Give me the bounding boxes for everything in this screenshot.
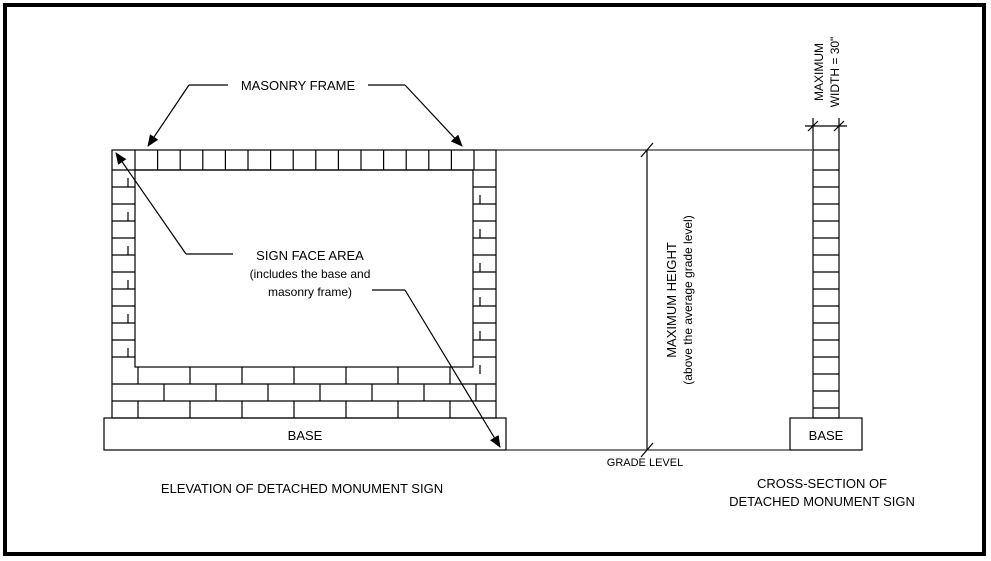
elevation-view [103,149,507,451]
max-width-value: WIDTH = 30" [828,37,842,108]
sign-face-area-note-2: masonry frame) [268,285,352,299]
cross-section-caption-line1: CROSS-SECTION OF [757,476,887,491]
max-width-label: MAXIMUM [812,43,826,101]
top-brick-course [134,150,475,170]
base-label-elevation: BASE [288,428,323,443]
max-height-dimension [640,142,654,458]
bottom-brick-courses [112,367,496,418]
left-brick-column [112,178,135,358]
sign-face-area-note-1: (includes the base and [250,267,371,281]
cross-section-view [789,118,863,451]
sign-face-area-arrows [115,152,501,448]
masonry-frame-arrows [147,84,463,147]
masonry-frame-outline [111,149,497,419]
cross-section-caption-line2: DETACHED MONUMENT SIGN [729,494,915,509]
base-label-cross-section: BASE [809,428,844,443]
max-height-note: (above the average grade level) [681,215,695,384]
masonry-frame-label: MASONRY FRAME [241,78,356,93]
cross-section-column [812,149,840,419]
elevation-caption: ELEVATION OF DETACHED MONUMENT SIGN [161,481,443,496]
diagram-border [3,3,986,556]
elevation-base [103,417,507,451]
grade-level-label: GRADE LEVEL [607,457,683,469]
cross-section-bricks [813,169,839,409]
right-brick-column [473,186,496,374]
max-height-label: MAXIMUM HEIGHT [664,242,679,358]
sign-face-area-label: SIGN FACE AREA [256,248,364,263]
cross-section-base [789,417,863,451]
